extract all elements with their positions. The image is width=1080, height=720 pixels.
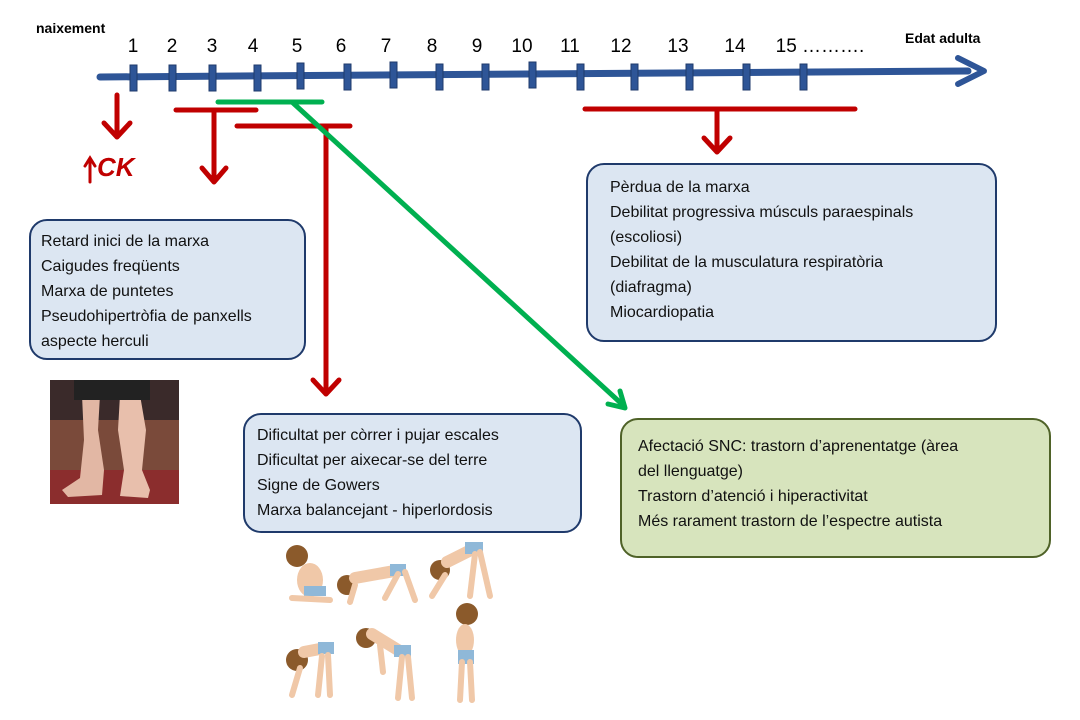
tick-mark <box>685 63 694 91</box>
tick-label: 8 <box>426 36 438 57</box>
symptom-line: Signe de Gowers <box>257 477 380 494</box>
tick-label: 13 <box>667 36 689 57</box>
tick-label: 7 <box>380 36 392 57</box>
tick-mark <box>129 64 138 92</box>
cns-symptoms-box: Afectació SNC: trastorn d’aprenentatge (… <box>620 418 1051 558</box>
tick-mark <box>576 63 585 91</box>
symptom-line: Debilitat progressiva músculs paraespina… <box>610 204 914 221</box>
tick-label: 14 <box>724 36 746 57</box>
tick-mark <box>630 63 639 91</box>
tick-label: 4 <box>247 36 259 57</box>
late-symptoms-box: Pèrdua de la marxa Debilitat progressiva… <box>586 163 997 342</box>
early-period-bar <box>173 107 259 185</box>
symptom-line: Més rarament trastorn de l’espectre auti… <box>638 513 943 530</box>
symptom-line: (escoliosi) <box>610 229 683 246</box>
tick-label: 3 <box>206 36 218 57</box>
tick-mark <box>168 64 177 92</box>
tick-label: 10 <box>511 36 533 57</box>
middle-symptoms-box: Dificultat per còrrer i pujar escales Di… <box>243 413 582 533</box>
tick-mark <box>389 61 398 89</box>
tick-mark <box>528 61 537 89</box>
leg-photo <box>50 380 179 504</box>
ck-up-arrow <box>83 155 97 184</box>
tick-label: 6 <box>335 36 347 57</box>
symptom-line: Debilitat de la musculatura respiratòria <box>610 254 884 271</box>
symptom-line: (diafragma) <box>610 279 692 296</box>
tick-mark <box>481 63 490 91</box>
symptom-line: Retard inici de la marxa <box>41 233 210 250</box>
tick-label: 15 ………. <box>775 36 865 57</box>
symptom-line: del llenguatge) <box>638 463 743 480</box>
symptom-line: Dificultat per aixecar-se del terre <box>257 452 488 469</box>
tick-label: 9 <box>471 36 483 57</box>
tick-label: 11 <box>560 36 580 57</box>
tick-label: 1 <box>127 36 139 57</box>
ck-arrow <box>101 92 133 140</box>
tick-mark <box>799 63 808 91</box>
tick-mark <box>742 63 751 91</box>
late-period-bar <box>582 106 858 155</box>
tick-mark <box>343 63 352 91</box>
symptom-line: aspecte herculi <box>41 333 149 350</box>
symptom-line: Pseudohipertròfia de panxells <box>41 308 252 325</box>
symptom-line: Trastorn d’atenció i hiperactivitat <box>638 488 868 505</box>
tick-mark <box>435 63 444 91</box>
tick-label: 2 <box>166 36 178 57</box>
symptom-line: Pèrdua de la marxa <box>610 179 750 196</box>
tick-mark <box>296 62 305 90</box>
tick-label: 5 <box>291 36 303 57</box>
gowers-sign-illustration <box>286 542 493 703</box>
symptom-line: Caigudes freqüents <box>41 258 180 275</box>
timeline-axis <box>96 55 987 87</box>
symptom-line: Marxa balancejant - hiperlordosis <box>257 502 493 519</box>
tick-mark <box>208 64 217 92</box>
axis-arrowhead <box>955 55 987 87</box>
cns-arrow <box>215 99 628 411</box>
birth-label: naixement <box>36 20 106 36</box>
tick-label: 12 <box>610 36 632 57</box>
symptom-line: Dificultat per còrrer i pujar escales <box>257 427 499 444</box>
symptom-line: Miocardiopatia <box>610 304 715 321</box>
adulthood-label: Edat adulta <box>905 30 981 46</box>
symptom-line: Afectació SNC: trastorn d’aprenentatge (… <box>638 438 959 455</box>
early-symptoms-box: Retard inici de la marxa Caigudes freqüe… <box>29 219 306 360</box>
symptom-line: Marxa de puntetes <box>41 283 174 300</box>
tick-mark <box>253 64 262 92</box>
middle-period-bar <box>234 123 353 397</box>
ck-label: CK <box>97 152 135 182</box>
timeline-ticks <box>129 61 808 92</box>
